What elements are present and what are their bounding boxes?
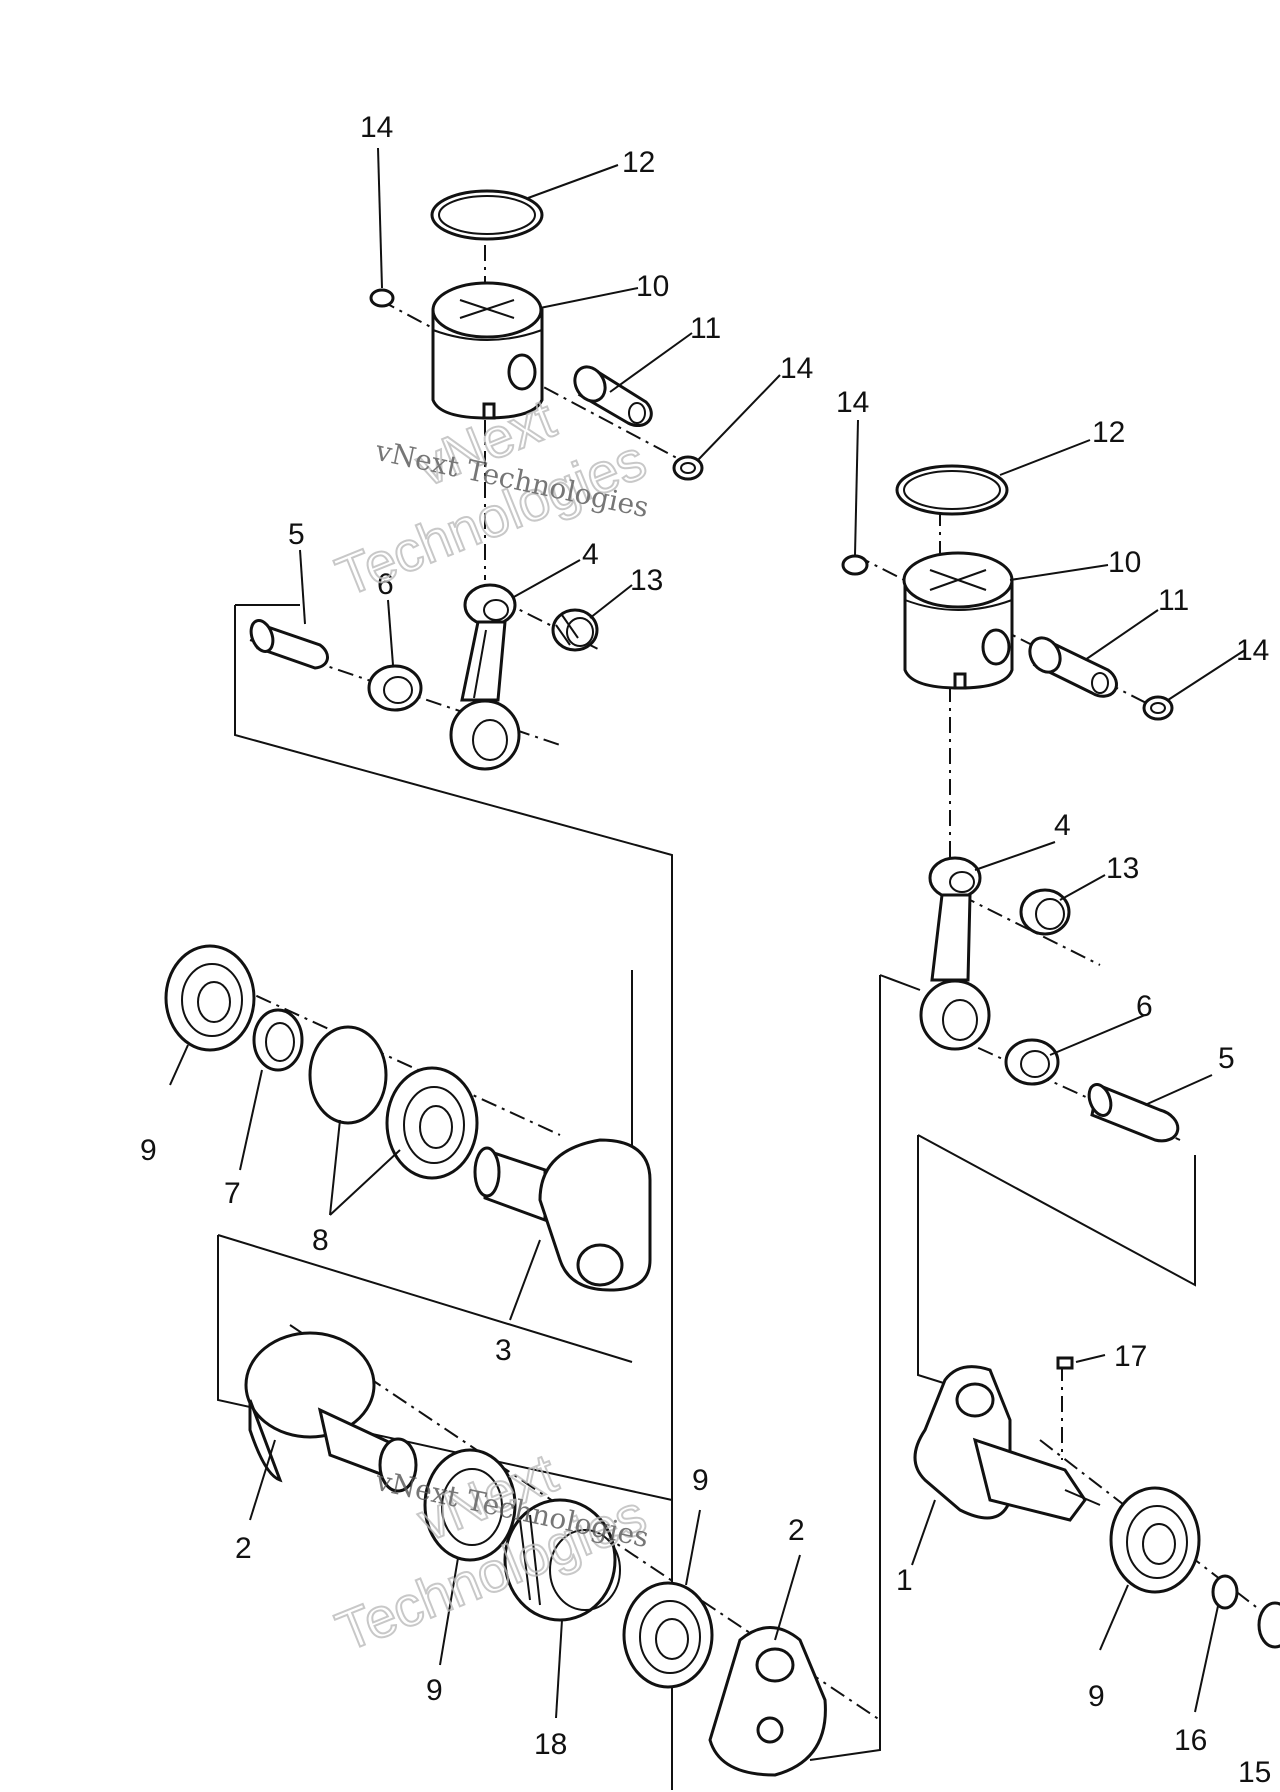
leader-lines [169,147,1246,1719]
crank-pin [1087,1082,1180,1143]
callout-9: 9 [140,1134,157,1167]
callout-2: 2 [788,1514,805,1547]
assembly-frames [217,604,1196,1790]
callout-4: 4 [1054,809,1071,842]
ball-bearing [1109,1486,1201,1594]
circlip [841,554,869,576]
left-crank-assembly [164,944,827,1777]
callout-6: 6 [377,568,394,601]
callout-14: 14 [780,352,813,385]
right-crank-assembly [913,1356,1280,1649]
callout-3: 3 [495,1334,512,1367]
callout-14: 14 [1236,634,1269,667]
callout-9: 9 [1088,1680,1105,1713]
snap-ring [308,1025,388,1125]
circlip [1142,695,1174,721]
crank-pin [249,619,329,670]
assembly-axes [199,245,1261,1721]
needle-bearing [1019,888,1071,936]
connecting-rod [449,583,521,771]
callout-18: 18 [534,1728,567,1761]
callout-14: 14 [836,386,869,419]
piston [902,551,1014,690]
callout-10: 10 [1108,546,1141,579]
washer [1211,1574,1239,1610]
roller-bearing [367,664,423,712]
callout-10: 10 [636,270,669,303]
callouts: 14 12 10 11 14 5 6 4 13 9 7 8 3 2 9 9 18… [140,111,1271,1789]
callout-17: 17 [1114,1340,1147,1373]
callout-13: 13 [1106,852,1139,885]
callout-1: 1 [896,1564,913,1597]
nut [1257,1601,1280,1649]
piston-pin [573,365,653,428]
callout-9: 9 [692,1464,709,1497]
circlip [369,288,395,308]
callout-11: 11 [690,312,721,345]
piston-pin [1028,636,1118,698]
circlip [672,455,704,481]
watermark-bottom: vNext Technologies vNext Technologies [327,1440,656,1664]
connecting-rod [919,856,991,1051]
callout-11: 11 [1158,584,1189,617]
needle-bearing [551,608,599,652]
callout-5: 5 [288,518,305,551]
callout-13: 13 [630,564,663,597]
left-piston-assembly [249,189,704,771]
crank-half [708,1626,827,1777]
ball-bearing [423,1448,517,1562]
piston [431,281,544,420]
ball-bearing [164,944,256,1052]
piston-ring [895,464,1009,516]
callout-5: 5 [1218,1042,1235,1075]
callout-6: 6 [1136,990,1153,1023]
labyrinth-seal [503,1498,621,1622]
crank-half [473,1138,652,1292]
ball-bearing [385,1066,479,1180]
callout-4: 4 [582,538,599,571]
callout-14: 14 [360,111,393,144]
callout-12: 12 [1092,416,1125,449]
callout-9: 9 [426,1674,443,1707]
callout-12: 12 [622,146,655,179]
ball-bearing [622,1581,714,1689]
callout-2: 2 [235,1532,252,1565]
callout-7: 7 [224,1177,241,1210]
crank-half [244,1331,418,1493]
crank-half [913,1365,1101,1522]
callout-15: 15 [1238,1756,1271,1789]
roller-bearing [1004,1038,1060,1086]
piston-ring [430,189,544,241]
woodruff-key [1056,1356,1074,1370]
right-piston-assembly [841,464,1180,1143]
callout-8: 8 [312,1224,329,1257]
callout-16: 16 [1174,1724,1207,1757]
